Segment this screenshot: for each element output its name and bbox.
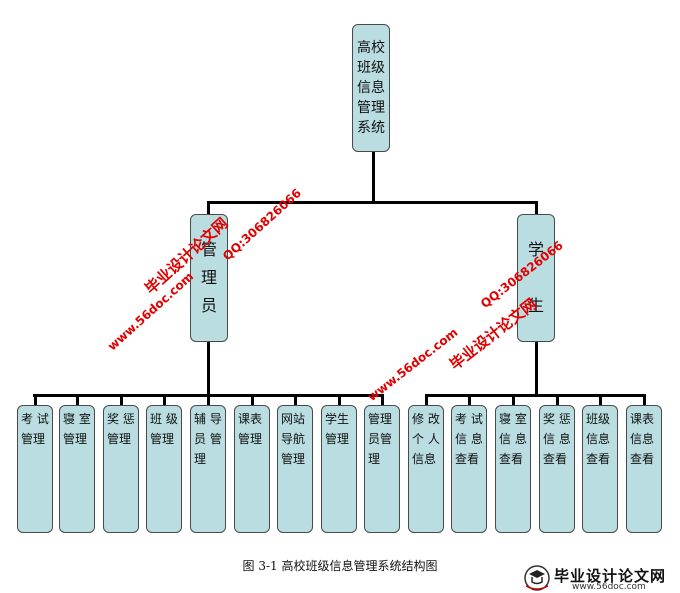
admin-module-3: 奖 惩管理	[103, 405, 139, 533]
admin-module-6-connector	[251, 394, 254, 405]
watermark-url: www.56doc.com	[365, 325, 461, 405]
student-module-4: 奖 惩信 息查看	[539, 405, 575, 533]
root-label: 高校班级信息管理系统	[357, 40, 385, 136]
watermark-qq: QQ:306826066	[220, 185, 304, 264]
student-module-2: 考 试信 息查看	[451, 405, 487, 533]
admin-module-7-connector	[294, 394, 297, 405]
connector-student-down	[535, 342, 538, 397]
admin-module-6: 课表管理	[234, 405, 270, 533]
admin-module-8: 学生管理	[321, 405, 357, 533]
admin-module-2-connector	[76, 394, 79, 405]
root-node: 高校班级信息管理系统	[352, 24, 390, 152]
admin-module-4: 班 级管理	[146, 405, 182, 533]
site-logo: 毕业设计论文网 www.56doc.com	[520, 563, 680, 593]
connector-student-bar	[426, 394, 646, 397]
admin-module-4-connector	[163, 394, 166, 405]
figure-caption: 图 3-1 高校班级信息管理系统结构图	[242, 559, 438, 573]
admin-module-3-connector	[120, 394, 123, 405]
logo-text: 毕业设计论文网	[554, 567, 667, 585]
logo-icon	[524, 565, 550, 591]
admin-module-1: 考 试管理	[17, 405, 53, 533]
connector-roles-bar	[207, 201, 538, 204]
student-module-6: 课表信息查看	[626, 405, 662, 533]
admin-module-2: 寝 室管理	[59, 405, 95, 533]
admin-module-5: 辅 导员 管理	[190, 405, 226, 533]
logo-url: www.56doc.com	[572, 582, 646, 592]
admin-module-7: 网站导航管理	[277, 405, 313, 533]
connector-admin-up	[207, 201, 210, 215]
connector-root-down	[372, 152, 375, 204]
student-module-5: 班级信息查看	[582, 405, 618, 533]
student-module-2-connector	[468, 394, 471, 405]
role-student: 学生	[517, 214, 555, 342]
student-module-3: 寝 室信 息查看	[495, 405, 531, 533]
admin-module-1-connector	[34, 394, 37, 405]
role-admin: 管理员	[190, 214, 228, 342]
role-admin-label: 管理员	[200, 240, 217, 315]
connector-student-up	[535, 201, 538, 215]
student-module-1: 修 改个 人信息	[408, 405, 444, 533]
admin-module-8-connector	[338, 394, 341, 405]
student-module-6-connector	[643, 394, 646, 405]
student-module-3-connector	[512, 394, 515, 405]
student-module-5-connector	[599, 394, 602, 405]
student-module-4-connector	[556, 394, 559, 405]
student-module-1-connector	[425, 394, 428, 405]
role-student-label: 学生	[527, 240, 544, 315]
connector-admin-down	[207, 342, 210, 397]
admin-module-9-connector	[381, 394, 384, 405]
admin-module-5-connector	[207, 394, 210, 405]
admin-module-9: 管理员管理	[364, 405, 400, 533]
